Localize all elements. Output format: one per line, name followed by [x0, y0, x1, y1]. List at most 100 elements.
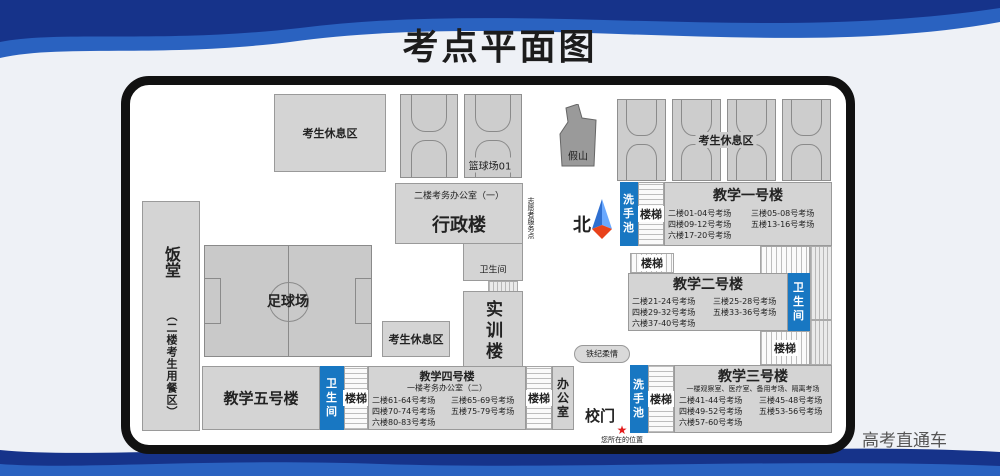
basketball-court — [400, 94, 458, 178]
football-box-right — [355, 278, 371, 324]
gate-label: 校门 — [585, 407, 616, 425]
teach2-name: 教学二号楼 — [673, 277, 743, 293]
teach3-name: 教学三号楼 — [718, 369, 788, 385]
room-line: 五楼53-56号考场 — [759, 407, 823, 416]
training-building: 实训楼 — [463, 291, 523, 371]
room-line: 三楼05-08号考场 — [751, 209, 815, 218]
teach4-stairs-label: 楼梯 — [526, 390, 552, 406]
teach1-stairs-label: 楼梯 — [638, 206, 664, 222]
room-line: 二楼01-04号考场 — [668, 209, 732, 218]
teach5-wc-label: 卫生间 — [326, 377, 337, 418]
teach5-stairs: 楼梯 — [343, 366, 369, 430]
teach3-rooms-left: 二楼41-44号考场 四楼49-52号考场 六楼57-60号考场 — [679, 395, 742, 428]
teach2-rooms-right: 三楼25-28号考场 五楼33-36号考场 — [713, 296, 776, 318]
rest-area-bottom: 考生休息区 — [382, 321, 450, 357]
teach3-wash-label: 洗手池 — [633, 378, 644, 419]
football-centre-circle — [269, 282, 309, 322]
north-label: 北 — [573, 215, 591, 236]
room-line: 五楼75-79号考场 — [451, 407, 515, 416]
rockery-label: 假山 — [568, 151, 588, 163]
room-line: 六楼17-20号考场 — [668, 231, 732, 240]
admin-office-1-label: 二楼考务办公室（一） — [413, 191, 505, 202]
canteen-label: 饭堂 — [162, 246, 181, 278]
teach3-stairs-label: 楼梯 — [648, 391, 674, 407]
teach2-rooms-left: 二楼21-24号考场 四楼29-32号考场 六楼37-40号考场 — [632, 296, 695, 329]
room-line: 二楼21-24号考场 — [632, 297, 696, 306]
rest-area-right-label: 考生休息区 — [695, 132, 757, 148]
teaching-building-1: 教学一号楼 二楼01-04号考场 四楼09-12号考场 六楼17-20号考场 三… — [664, 182, 832, 246]
basketball-court — [464, 94, 522, 178]
you-are-here-label: 您所在的位置 — [601, 436, 643, 444]
teaching-building-2: 教学二号楼 二楼21-24号考场 四楼29-32号考场 六楼37-40号考场 三… — [628, 273, 788, 331]
teaching-building-4: 教学四号楼 一楼考务办公室（二） 二楼61-64号考场 四楼70-74号考场 六… — [368, 366, 526, 430]
side-hatch-lower — [810, 320, 832, 365]
room-line: 三楼45-48号考场 — [759, 396, 823, 405]
teach4-stairs: 楼梯 — [526, 366, 552, 430]
teach5-stairs-label: 楼梯 — [343, 390, 369, 406]
basketball-court — [617, 99, 666, 181]
office-label: 办公室 — [557, 377, 570, 419]
teach5-wc: 卫生间 — [320, 366, 344, 430]
teaching-building-5: 教学五号楼 — [202, 366, 320, 430]
room-line: 二楼41-44号考场 — [679, 396, 743, 405]
iron-discipline-label: 铁纪柔情 — [586, 349, 618, 359]
teach1-rooms-right: 三楼05-08号考场 五楼13-16号考场 — [751, 208, 814, 230]
teach3-stairs: 楼梯 — [648, 365, 674, 433]
teach2-right-stairs: 楼梯 — [760, 331, 810, 365]
room-line: 四楼09-12号考场 — [668, 220, 732, 229]
teach4-name: 教学四号楼 — [419, 370, 475, 383]
rest-area-top: 考生休息区 — [274, 94, 386, 172]
basketball-court — [782, 99, 831, 181]
side-hatch-upper — [810, 246, 832, 320]
basketball-label: 篮球场01 — [468, 157, 512, 173]
rest-area-top-label: 考生休息区 — [302, 127, 358, 140]
teach1-name: 教学一号楼 — [713, 188, 783, 204]
teach2-wc-label: 卫生间 — [793, 281, 804, 322]
volunteer-point-label: 志愿者服务点 — [527, 197, 535, 239]
teach3-washbasin: 洗手池 — [630, 365, 648, 433]
room-line: 四楼29-32号考场 — [632, 308, 696, 317]
teach2-wc: 卫生间 — [788, 273, 810, 331]
teach2-right-stairs-label: 楼梯 — [772, 340, 798, 356]
campus-map: 考生休息区 篮球场01 假山 考生休息区 二楼考务办公室（一） 行政楼 卫生间 … — [121, 76, 855, 454]
you-are-here-icon: ★ — [616, 423, 628, 437]
rockery-shape — [559, 104, 597, 167]
connector-stairs-top-label: 楼梯 — [639, 255, 665, 271]
rest-area-bottom-label: 考生休息区 — [388, 333, 444, 346]
admin-wc: 卫生间 — [463, 243, 523, 281]
room-line: 四楼70-74号考场 — [372, 407, 436, 416]
north-arrow-icon — [592, 199, 612, 239]
watermark-label: 高考直通车 — [862, 431, 947, 451]
teach1-wash-label: 洗手池 — [623, 193, 634, 234]
admin-wc-label: 卫生间 — [479, 265, 507, 276]
teach1-rooms-left: 二楼01-04号考场 四楼09-12号考场 六楼17-20号考场 — [668, 208, 731, 241]
football-box-left — [205, 278, 221, 324]
teach3-rooms-right: 三楼45-48号考场 五楼53-56号考场 — [759, 395, 822, 417]
room-line: 二楼61-64号考场 — [372, 396, 436, 405]
iron-discipline-sign: 铁纪柔情 — [574, 345, 630, 363]
teach5-name: 教学五号楼 — [223, 389, 299, 408]
room-line: 六楼80-83号考场 — [372, 418, 436, 427]
room-line: 三楼65-69号考场 — [451, 396, 515, 405]
football-field-label: 足球场 — [267, 294, 309, 310]
teaching-building-3: 教学三号楼 一楼观察室、医疗室、备用考场、隔离考场 二楼41-44号考场 四楼4… — [674, 365, 832, 433]
canteen-building: 饭堂 （二楼考生用餐区） — [142, 201, 200, 431]
room-line: 六楼57-60号考场 — [679, 418, 743, 427]
teach4-office2: 一楼考务办公室（二） — [407, 383, 487, 393]
room-line: 五楼33-36号考场 — [713, 308, 777, 317]
admin-building-label: 行政楼 — [432, 215, 486, 236]
football-field: 足球场 — [204, 245, 372, 357]
teach4-rooms-right: 三楼65-69号考场 五楼75-79号考场 — [451, 395, 514, 417]
training-building-label: 实训楼 — [486, 300, 503, 362]
canteen-note-label: （二楼考生用餐区） — [165, 310, 178, 418]
teach1-stairs: 楼梯 — [638, 182, 664, 246]
map-title: 考点平面图 — [402, 27, 598, 68]
connector-stairs-top: 楼梯 — [630, 253, 674, 273]
teach1-washbasin: 洗手池 — [620, 182, 638, 246]
room-line: 六楼37-40号考场 — [632, 319, 696, 328]
teach3-room-top: 一楼观察室、医疗室、备用考场、隔离考场 — [686, 385, 820, 393]
admin-building: 二楼考务办公室（一） 行政楼 — [395, 183, 523, 244]
room-line: 五楼13-16号考场 — [751, 220, 815, 229]
room-line: 四楼49-52号考场 — [679, 407, 743, 416]
teach4-rooms-left: 二楼61-64号考场 四楼70-74号考场 六楼80-83号考场 — [372, 395, 435, 428]
